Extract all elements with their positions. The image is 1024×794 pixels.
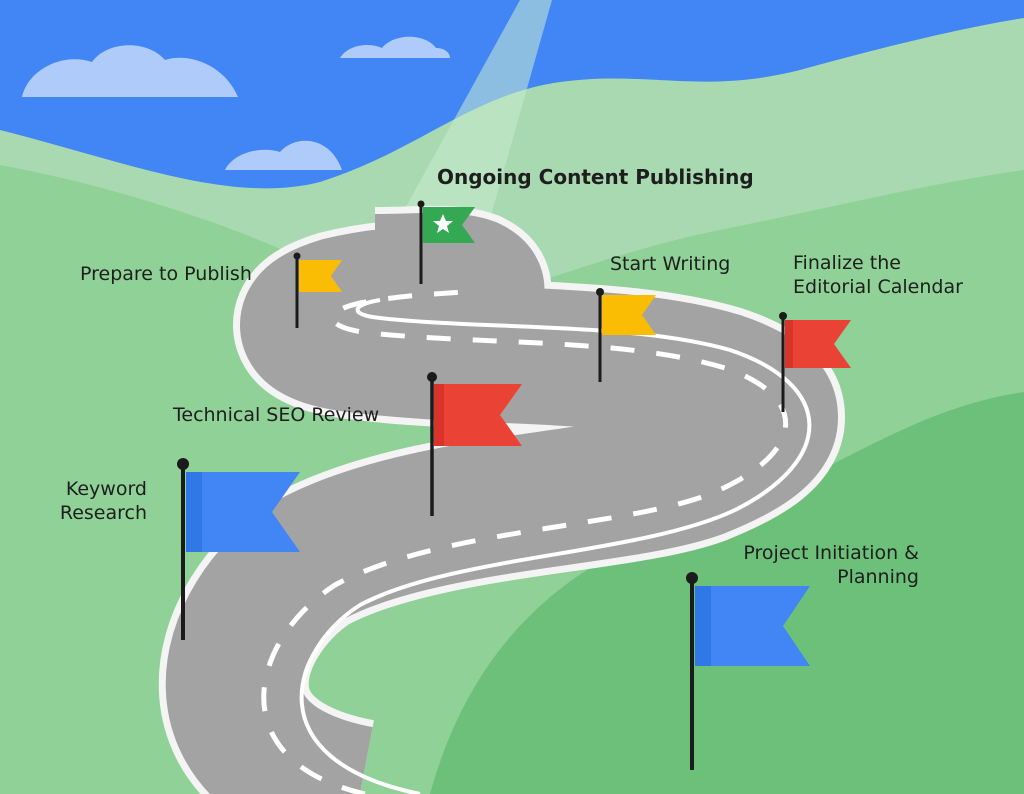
milestone-label-project-initiation: Project Initiation & Planning	[743, 542, 919, 588]
milestone-label-keyword-research: Keyword Research	[59, 478, 147, 524]
flag-icon-prepare-to-publish	[293, 252, 342, 328]
cloud-icon	[22, 45, 238, 97]
star-icon	[433, 214, 453, 233]
milestone-label-finalize-editorial-calendar: Finalize the Editorial Calendar	[793, 252, 963, 298]
flag-icon-ongoing-content-publishing	[417, 200, 475, 284]
road-edge-line	[299, 298, 812, 794]
flag-icon-keyword-research	[177, 458, 300, 640]
flag-icon-technical-seo-review	[427, 372, 522, 516]
road-center-line	[261, 285, 789, 794]
flag-icon-project-initiation	[686, 572, 810, 770]
cloud-icon	[340, 36, 450, 58]
flag-icon-start-writing	[596, 288, 656, 382]
milestone-label-start-writing: Start Writing	[610, 253, 731, 275]
milestone-label-prepare-to-publish: Prepare to Publish	[80, 263, 252, 285]
milestone-label-ongoing-content-publishing: Ongoing Content Publishing	[437, 165, 754, 189]
cloud-icon	[225, 140, 342, 170]
flag-icon-finalize-editorial-calendar	[779, 312, 851, 412]
milestone-label-technical-seo-review: Technical SEO Review	[173, 404, 380, 426]
